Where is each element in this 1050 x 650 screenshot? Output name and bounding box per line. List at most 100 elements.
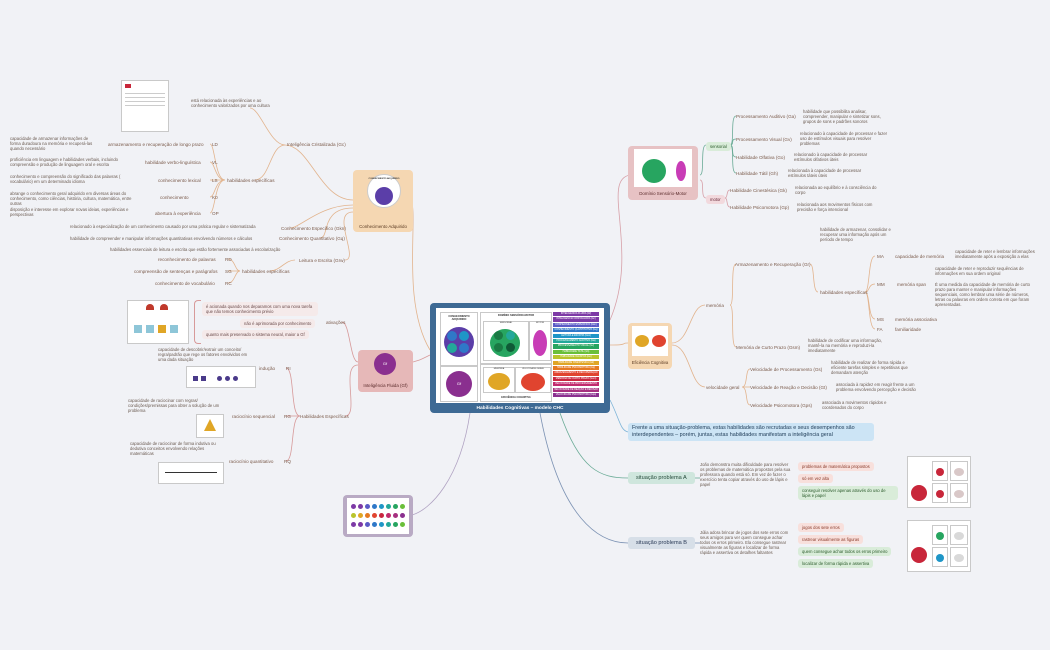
- gc-grw-item[interactable]: reconhecimento de palavras: [158, 257, 216, 262]
- ds-sens-desc: relacionada à capacidade de processar es…: [788, 168, 862, 178]
- palette-swatch: [393, 513, 398, 518]
- ds-motor-desc: relacionada aos movimentos físicos com p…: [797, 202, 873, 212]
- situation-a-tag[interactable]: conseguir resolver apenas através do uso…: [798, 486, 898, 500]
- thumb-ds-dot: [506, 343, 515, 352]
- topic-ds[interactable]: Domínio Sensório-Motor: [628, 146, 698, 200]
- gf-item-desc: capacidade de raciocinar com regras/ con…: [128, 398, 220, 413]
- gc-grw-code: SG: [225, 269, 232, 274]
- topic-gf[interactable]: Gf Inteligência Fluida (Gf): [358, 350, 413, 392]
- ds-sens-item[interactable]: Habilidade Tátil (Gh): [736, 171, 779, 176]
- ec-ms-name[interactable]: memória span: [897, 282, 927, 287]
- ec-speed-label[interactable]: velocidade geral: [706, 385, 740, 390]
- thumb-ds-title: DOMÍNIO SENSÓRIO-MOTOR: [497, 314, 535, 317]
- central-model-card[interactable]: CONHECIMENTO ADQUIRIDO DOMÍNIO SENSÓRIO-…: [430, 303, 610, 413]
- ds-sensorial-label[interactable]: sensorial: [706, 142, 731, 151]
- sit-a-thumb-dot: [936, 468, 944, 476]
- gf-activation-item[interactable]: é acionada quando nos deparamos com uma …: [202, 302, 318, 316]
- topic-gf-label: Inteligência Fluida (Gf): [363, 383, 408, 388]
- gc-item-name[interactable]: habilidade verbo-linguística: [145, 160, 201, 165]
- ds-motor-item[interactable]: Habilidade Psicomotora (Gp): [730, 205, 789, 210]
- ec-speed-desc: associada à rapidez em reagir frente a u…: [836, 382, 916, 392]
- gc-grw-item[interactable]: conhecimento de vocabulário: [155, 281, 215, 286]
- ds-topic-thumb: [634, 149, 692, 187]
- situation-a-tag[interactable]: só em vez alta: [798, 474, 833, 483]
- gc-grw-spec[interactable]: habilidades específicas: [242, 269, 290, 274]
- ec-speed-item[interactable]: Velocidade de Reação e Decisão (Gt): [750, 385, 827, 390]
- ec-ms-name[interactable]: memória associativa: [895, 317, 937, 322]
- quantitative-figure: [158, 462, 224, 484]
- sit-a-thumb-box: [932, 483, 948, 503]
- ds-motor-item[interactable]: Habilidade Cinestésica (Gk): [730, 188, 787, 193]
- gc-gq-label[interactable]: Conhecimento Quantitativo (Gq): [279, 236, 345, 241]
- sit-a-thumb-box: [932, 461, 948, 481]
- thumb-ec-vel-label: VELOCIDADE GERAL: [521, 368, 545, 370]
- ec-ar-label[interactable]: Armazenamento e Recuperação (Gr): [735, 262, 811, 267]
- ds-sens-item[interactable]: Processamento Visual (Gv): [736, 137, 792, 142]
- gc-grw-label[interactable]: Leitura e Escrita (Grw): [299, 258, 345, 263]
- situation-b-tag[interactable]: quem consegue achar todos os erros prime…: [798, 547, 892, 556]
- gc-specific-label[interactable]: habilidades específicas: [227, 178, 275, 183]
- tile-icon: [134, 325, 142, 333]
- topic-ec[interactable]: Eficiência Cognitiva: [628, 323, 672, 369]
- thumb-gc-dot: [459, 343, 469, 353]
- sit-a-thumb-box: [950, 461, 968, 481]
- gf-item-name[interactable]: raciocínio sequencial: [232, 414, 275, 419]
- ds-sens-desc: habilidade que possibilita analisar, com…: [803, 109, 881, 124]
- gf-item-name[interactable]: indução: [259, 366, 276, 371]
- gc-item-code: K0: [212, 195, 218, 200]
- situation-b-tag[interactable]: localizar de forma rápida e assertiva: [798, 559, 874, 568]
- gf-illustration[interactable]: [127, 300, 189, 344]
- gc-crystal-label[interactable]: Inteligência Cristalizada (Gc): [287, 142, 346, 147]
- ec-ms-name[interactable]: familiaridade: [895, 327, 922, 332]
- gc-item-name[interactable]: armazenamento e recuperação de longo pra…: [108, 142, 204, 147]
- gf-item-name[interactable]: raciocínio quantitativo: [229, 459, 274, 464]
- document-thumbnail[interactable]: [121, 80, 169, 132]
- situation-b-tag[interactable]: jogos dos sete erros: [798, 523, 844, 532]
- ec-speed-item[interactable]: Velocidade de Processamento (Gs): [750, 367, 823, 372]
- gc-item-name[interactable]: conhecimento: [160, 195, 189, 200]
- gc-item-desc: capacidade de armazenar informações de f…: [10, 136, 93, 151]
- ds-motor-label[interactable]: motor: [706, 195, 725, 204]
- legend-band: HABILIDADE PSICOMOTORA (Gp): [553, 366, 599, 371]
- ec-ms-name[interactable]: capacidade de memória: [895, 254, 945, 259]
- situation-a-thumbnail[interactable]: [907, 456, 971, 508]
- gc-item-code: VL: [212, 160, 218, 165]
- sequence-figure: [196, 414, 224, 438]
- situation-b-tag[interactable]: rastrear visualmente as figuras: [798, 535, 864, 544]
- ec-speed-item[interactable]: Velocidade Psicomotora (Gps): [750, 403, 813, 408]
- document-logo: [125, 84, 131, 88]
- gf-activation-label[interactable]: ativações: [326, 320, 346, 325]
- gf-specific-label[interactable]: Habilidades Específicas: [300, 414, 349, 419]
- palette-swatch: [365, 513, 370, 518]
- gc-item-name[interactable]: conhecimento lexical: [158, 178, 201, 183]
- gc-item-desc: abrange o conhecimento geral adquirido e…: [10, 191, 132, 206]
- color-palette-image[interactable]: [343, 495, 413, 537]
- palette-swatch: [386, 513, 391, 518]
- thumb-gf-box: Gf: [440, 366, 478, 402]
- gc-item-name[interactable]: abertura à experiência: [155, 211, 201, 216]
- ds-sens-item[interactable]: Habilidade Olfativa (Go): [736, 155, 786, 160]
- gf-item-code: RG: [284, 414, 291, 419]
- gc-gkn-label[interactable]: Conhecimento Específico (Gkn): [281, 226, 346, 231]
- gf-item-desc: capacidade de raciocinar de forma induti…: [130, 441, 216, 456]
- ec-memory-label[interactable]: memória: [706, 303, 724, 308]
- gf-activation-item[interactable]: quanto mais preservado o sistema neural,…: [202, 330, 309, 339]
- general-intelligence-note[interactable]: Frente a uma situação-problema, estas ha…: [628, 423, 874, 441]
- legend-band: HABILIDADE TÁTIL (Gh): [553, 349, 599, 354]
- ec-ms-code: FA: [877, 327, 883, 332]
- situation-a-label[interactable]: situação problema A: [628, 472, 695, 484]
- topic-gc[interactable]: CONHECIMENTO ADQUIRIDO Conhecimento Adqu…: [353, 170, 413, 232]
- gc-grw-item[interactable]: compreensão de sentenças e parágrafos: [134, 269, 218, 274]
- sit-a-thumb-dot: [936, 490, 944, 498]
- gf-activation-item[interactable]: não é aprimorada por conhecimento: [240, 319, 316, 328]
- situation-b-thumbnail[interactable]: [907, 520, 971, 572]
- sit-b-thumb-box: [950, 547, 968, 567]
- ec-topic-thumb: [632, 326, 668, 356]
- situation-a-tag[interactable]: problemas de matemática propostos: [798, 462, 874, 471]
- palette-swatch: [372, 513, 377, 518]
- situation-b-label[interactable]: situação problema B: [628, 537, 695, 549]
- ds-sens-item[interactable]: Processamento Auditivo (Ga): [736, 114, 796, 119]
- ec-ar-spec[interactable]: habilidades específicas: [820, 290, 868, 295]
- ec-gsm-label[interactable]: Memória de Curto Prazo (Gsm): [736, 345, 801, 350]
- legend-band: VELOCIDADE DE REAÇÃO E DECISÃO (Gt): [553, 387, 599, 395]
